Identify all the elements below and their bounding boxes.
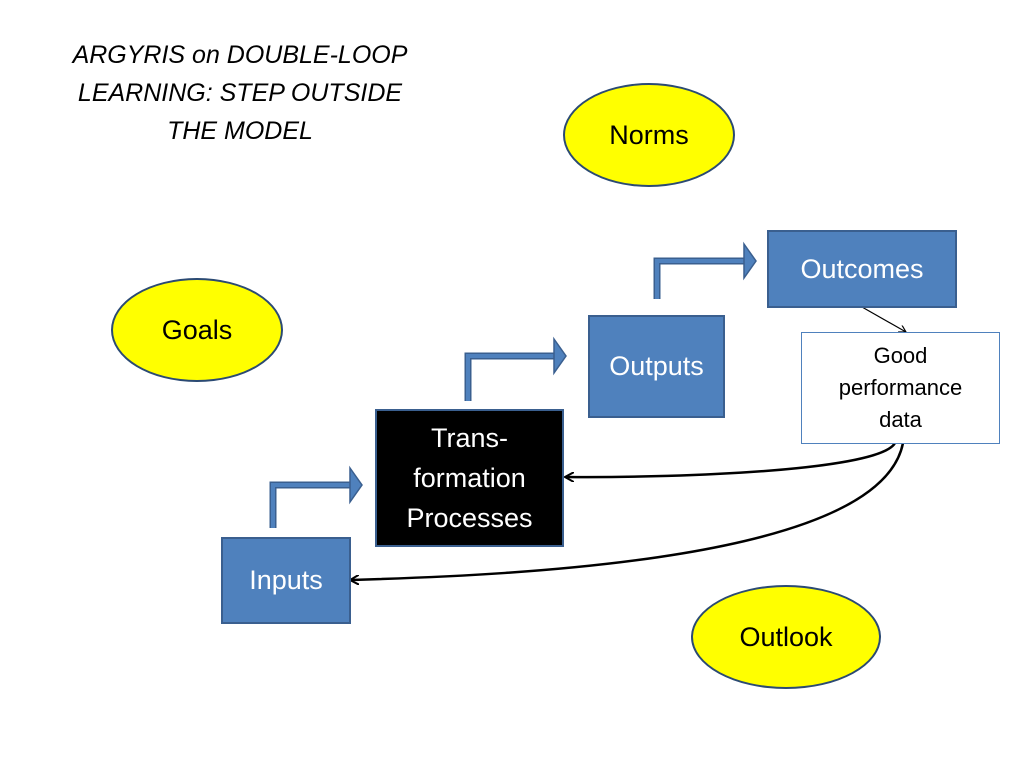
performance-data-box: Good performance data <box>801 332 1000 444</box>
bent-arrow-outputs-to-outcomes <box>653 241 757 299</box>
outcomes-box: Outcomes <box>767 230 957 308</box>
feedback-arrow-to-transformation <box>566 442 897 477</box>
transformation-line-2: formation <box>413 463 526 493</box>
outputs-box: Outputs <box>588 315 725 418</box>
goals-label: Goals <box>161 314 233 345</box>
inputs-label: Inputs <box>249 565 323 595</box>
norms-label: Norms <box>609 119 689 150</box>
inputs-box: Inputs <box>221 537 351 624</box>
arrow-outcomes-to-performance <box>861 306 906 332</box>
title-line-1: ARGYRIS on DOUBLE-LOOP <box>72 41 408 69</box>
slide-title: ARGYRIS on DOUBLE-LOOP LEARNING: STEP OU… <box>30 36 450 150</box>
goals-ellipse: Goals <box>111 278 283 382</box>
performance-line-2: performance <box>838 375 963 400</box>
outlook-label: Outlook <box>739 621 833 652</box>
outputs-label: Outputs <box>609 351 704 381</box>
transformation-line-1: Trans- <box>430 423 508 453</box>
norms-ellipse: Norms <box>563 83 735 187</box>
transformation-box: Trans- formation Processes <box>375 409 564 547</box>
bent-arrow-inputs-to-transformation <box>269 465 363 528</box>
outlook-ellipse: Outlook <box>691 585 881 689</box>
performance-line-1: Good <box>873 343 928 368</box>
title-line-2: LEARNING: STEP OUTSIDE <box>77 79 403 107</box>
title-line-3: THE MODEL <box>167 117 313 145</box>
performance-line-3: data <box>879 407 922 432</box>
transformation-line-3: Processes <box>406 503 533 533</box>
outcomes-label: Outcomes <box>800 253 924 284</box>
bent-arrow-transformation-to-outputs <box>464 336 567 401</box>
feedback-arrow-to-inputs <box>351 442 905 580</box>
